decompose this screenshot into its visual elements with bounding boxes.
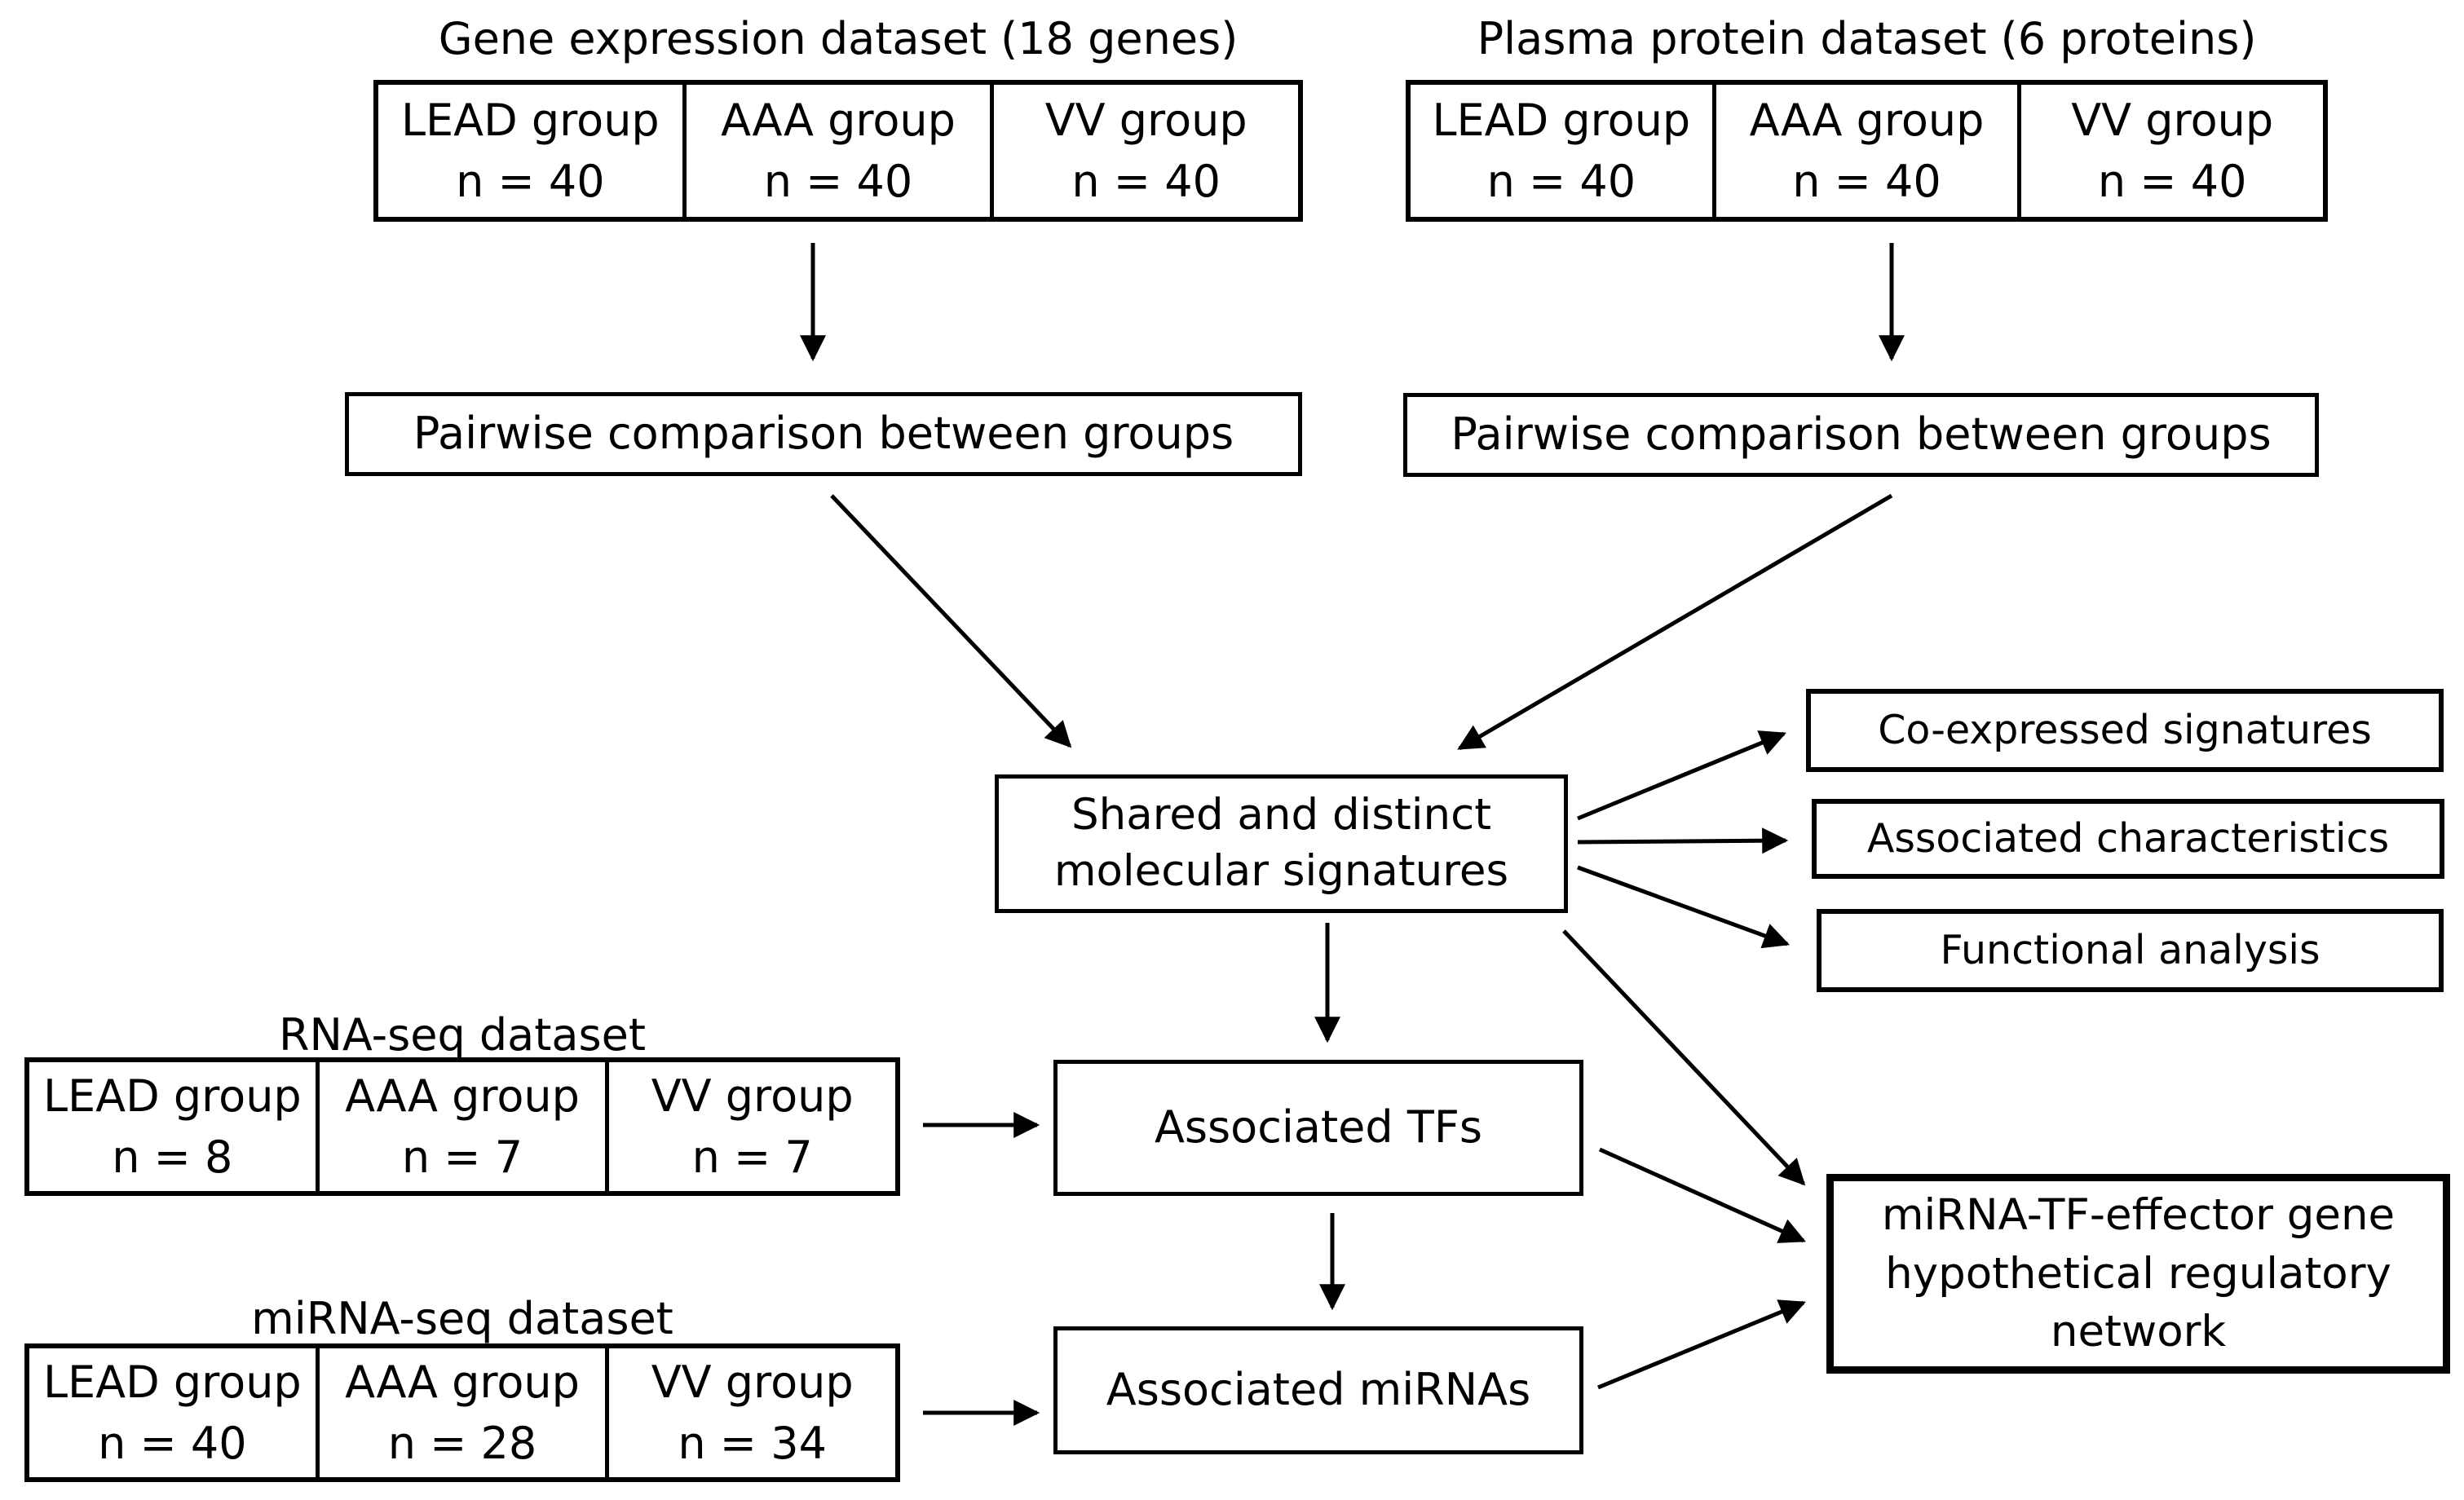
- rna-panel-table: LEAD group n = 8 AAA group n = 7 VV grou…: [24, 1057, 900, 1196]
- group-label: VV group: [651, 1356, 854, 1408]
- sample-size: n = 7: [401, 1132, 523, 1183]
- sample-size: n = 7: [691, 1132, 813, 1183]
- table-cell: AAA group n = 40: [1711, 85, 2018, 217]
- functional-analysis-box: Functional analysis: [1817, 909, 2444, 992]
- table-cell: AAA group n = 28: [315, 1348, 606, 1477]
- rna-panel-title: RNA-seq dataset: [278, 1009, 647, 1061]
- arrow-signatures-to-characteristics: [1577, 827, 1789, 854]
- table-cell: VV group n = 7: [605, 1062, 895, 1191]
- pairwise-comparison-left-box: Pairwise comparison between groups: [345, 392, 1302, 476]
- protein-panel-title: Plasma protein dataset (6 proteins): [1477, 13, 2257, 64]
- arrow-tfs-to-network: [1598, 1147, 1806, 1243]
- group-label: VV group: [2071, 94, 2274, 146]
- arrow-signatures-to-network: [1562, 929, 1806, 1186]
- arrow-signatures-to-functional: [1577, 865, 1791, 949]
- group-label: VV group: [651, 1070, 854, 1122]
- group-label: LEAD group: [42, 1356, 302, 1408]
- regulatory-network-box: miRNA-TF-effector gene hypothetical regu…: [1826, 1174, 2450, 1374]
- group-label: AAA group: [721, 94, 956, 146]
- associated-mirnas-box: Associated miRNAs: [1053, 1326, 1583, 1454]
- network-line2: hypothetical regulatory: [1885, 1248, 2391, 1299]
- pairwise-comparison-right-box: Pairwise comparison between groups: [1403, 393, 2319, 477]
- sample-size: n = 40: [1792, 156, 1941, 207]
- sample-size: n = 8: [112, 1132, 233, 1183]
- gene-panel-title: Gene expression dataset (18 genes): [438, 13, 1239, 64]
- table-cell: LEAD group n = 40: [1411, 85, 1712, 217]
- sample-size: n = 40: [763, 156, 913, 207]
- mirna-panel-title: miRNA-seq dataset: [251, 1293, 673, 1344]
- co-expressed-signatures-box: Co-expressed signatures: [1806, 689, 2444, 772]
- network-line3: network: [2050, 1307, 2227, 1357]
- group-label: VV group: [1044, 94, 1247, 146]
- associated-characteristics-box: Associated characteristics: [1812, 799, 2444, 879]
- group-label: AAA group: [345, 1356, 580, 1408]
- group-label: LEAD group: [42, 1070, 302, 1122]
- signatures-line2: molecular signatures: [1053, 846, 1509, 896]
- shared-distinct-signatures-box: Shared and distinct molecular signatures: [995, 774, 1568, 913]
- sample-size: n = 28: [387, 1418, 537, 1469]
- group-label: AAA group: [1749, 94, 1985, 146]
- sample-size: n = 40: [2097, 156, 2247, 207]
- table-cell: VV group n = 40: [990, 85, 1298, 217]
- table-cell: LEAD group n = 8: [29, 1062, 316, 1191]
- table-cell: LEAD group n = 40: [29, 1348, 316, 1477]
- group-label: AAA group: [345, 1070, 580, 1122]
- table-cell: VV group n = 40: [2017, 85, 2323, 217]
- associated-tfs-box: Associated TFs: [1053, 1060, 1583, 1196]
- table-cell: LEAD group n = 40: [378, 85, 682, 217]
- signatures-line1: Shared and distinct: [1071, 790, 1491, 840]
- mirna-panel-table: LEAD group n = 40 AAA group n = 28 VV gr…: [24, 1343, 900, 1482]
- sample-size: n = 34: [678, 1418, 827, 1469]
- sample-size: n = 40: [1071, 156, 1221, 207]
- arrow-signatures-to-coexpressed: [1577, 730, 1786, 821]
- sample-size: n = 40: [98, 1418, 247, 1469]
- gene-panel-table: LEAD group n = 40 AAA group n = 40 VV gr…: [373, 80, 1303, 222]
- group-label: LEAD group: [400, 94, 660, 146]
- group-label: LEAD group: [1432, 94, 1691, 146]
- table-cell: AAA group n = 7: [315, 1062, 606, 1191]
- arrow-mirnas-to-network: [1597, 1299, 1806, 1390]
- protein-panel-table: LEAD group n = 40 AAA group n = 40 VV gr…: [1406, 80, 2328, 222]
- sample-size: n = 40: [1486, 156, 1636, 207]
- table-cell: AAA group n = 40: [682, 85, 991, 217]
- network-line1: miRNA-TF-effector gene: [1881, 1190, 2396, 1241]
- arrow-pairwise-left-to-signatures: [830, 494, 1072, 748]
- sample-size: n = 40: [456, 156, 605, 207]
- table-cell: VV group n = 34: [605, 1348, 895, 1477]
